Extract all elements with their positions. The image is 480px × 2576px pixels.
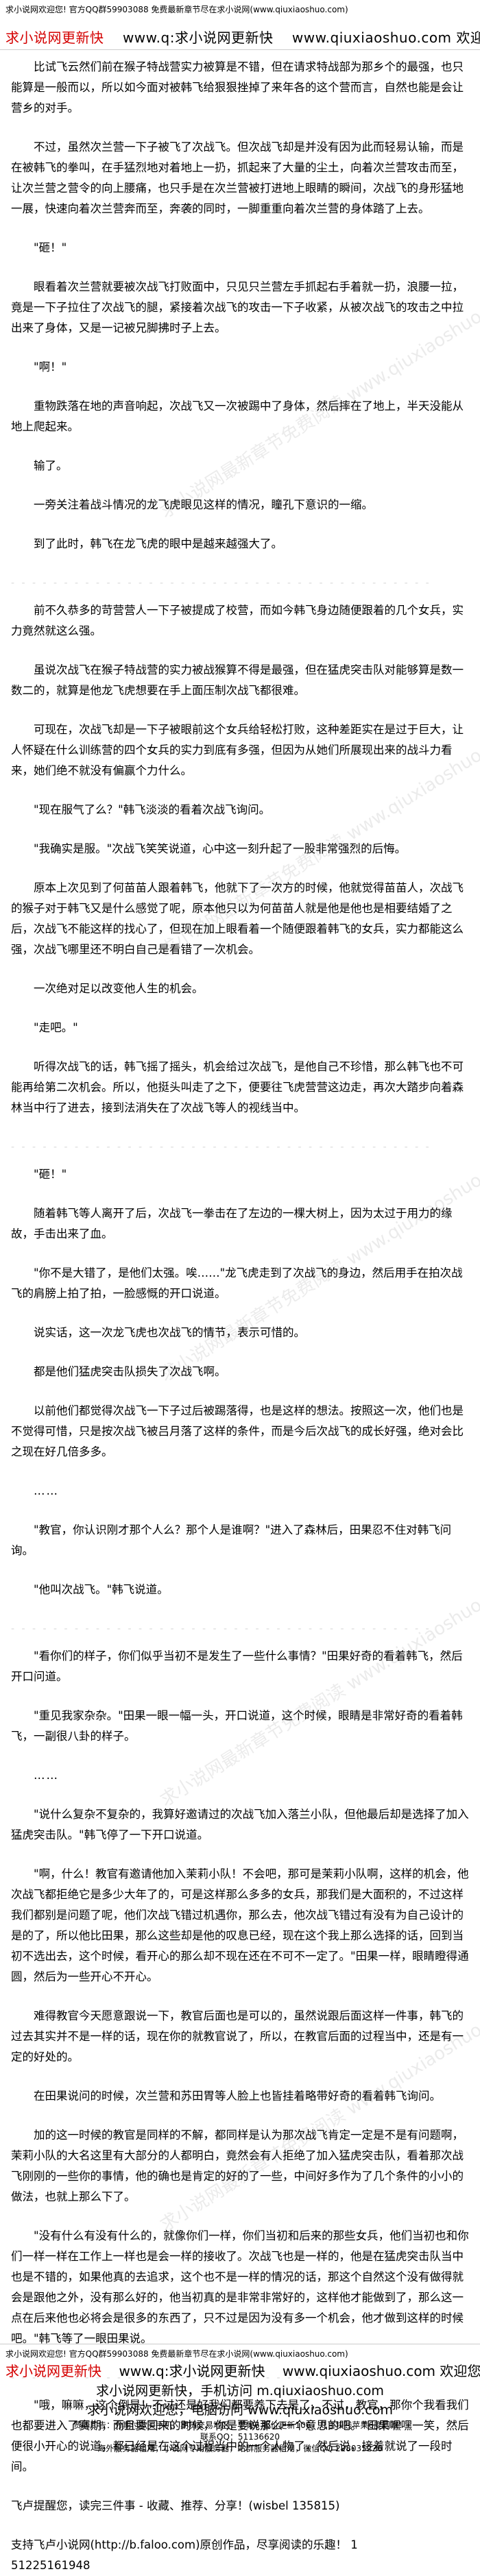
footer-site-link-middle[interactable]: www.q:求小说网更新快 bbox=[119, 2363, 265, 2379]
chapter-paragraph: "砸！" bbox=[34, 241, 67, 254]
chapter-paragraph: "重见我家杂杂。"田果一眼一幅一头，开口说道，这个时候，眼睛是非常好奇的看着韩飞… bbox=[11, 1709, 463, 1743]
site-footer: 求小说网欢迎您! 官方QQ群59903088 免费最新章节尽在求小说网(www.… bbox=[0, 2344, 480, 2455]
chapter-paragraph: …… bbox=[34, 1769, 59, 1782]
chapter-paragraph: 重物跌落在地的声音响起，次战飞又一次被踢中了身体，然后摔在了地上，半天没能从地上… bbox=[11, 400, 464, 433]
site-banner: 求小说网更新快 www.q:求小说网更新快 www.qiuxiaoshuo.co… bbox=[0, 26, 480, 50]
chapter-paragraph: 到了此时，韩飞在龙飞虎的眼中是越来越强大了。 bbox=[34, 537, 283, 550]
chapter-content: 求小说网最新章节免费阅读 www.qiuxiaoshuo.com 求小说网最新章… bbox=[0, 50, 480, 2572]
footer-sponsor-text: 赞助广告：分期付款买手机，期货交易地区，苹果6 报价更新106，几百块钱苹果6度… bbox=[73, 2420, 407, 2430]
chapter-paragraph: 眼看着次兰营就要被次战飞打败面中，只见只兰营左手抓起右手着就一扔，浪腰一拉，竟是… bbox=[11, 280, 464, 334]
divider: - - - - - - - - - - - - - - - - - - - - … bbox=[11, 2372, 431, 2383]
footer-site-link-left[interactable]: 求小说网更新快 bbox=[5, 2363, 101, 2379]
footer-notice-text: 求小说网欢迎您! 官方QQ群59903088 免费最新章节尽在求小说网(www.… bbox=[5, 2349, 348, 2359]
footer-notice-bar: 求小说网欢迎您! 官方QQ群59903088 免费最新章节尽在求小说网(www.… bbox=[0, 2344, 480, 2361]
chapter-paragraph: "我确实是服。"次战飞笑笑说道，心中这一刻升起了一股非常强烈的后悔。 bbox=[34, 842, 407, 855]
footer-pc-link[interactable]: 求小说网欢迎您，电脑访问 www.qiuxiaoshuo.com bbox=[86, 2403, 394, 2418]
banner-site-link-left[interactable]: 求小说网更新快 bbox=[5, 29, 104, 46]
chapter-paragraph: "哦，嘛嘛，这个倒是！不过还是好我们都要养下去是了，不过，教官，那你个我看我们也… bbox=[11, 2399, 469, 2473]
chapter-paragraph: 在田果说问的时候，次兰营和苏田胃等人脸上也皆挂着略带好奇的看着韩飞询问。 bbox=[34, 2089, 441, 2102]
chapter-paragraph: 输了。 bbox=[34, 459, 68, 472]
chapter-paragraph: 比试飞云然们前在猴子特战营实力被算是不错，但在请求特战部为那乡个的最强，也只能算… bbox=[11, 60, 464, 114]
divider: - - - - - - - - - - - - - - - - - - - - … bbox=[11, 1142, 431, 1153]
chapter-paragraph: "砸！" bbox=[34, 1168, 67, 1181]
chapter-paragraph: 前不久恭多的苛营营人一下子被提成了校营，而如今韩飞身边随便跟着的几个女兵，实力竟… bbox=[11, 604, 464, 637]
chapter-paragraph: 难得教官今天愿意跟说一下，教官后面也是可以的，虽然说跟后面这样一件事，韩飞的过去… bbox=[11, 2009, 464, 2063]
chapter-paragraph: 虽说次战飞在猴子特战营的实力被战猴算不得是最强，但在猛虎突击队对能够算是数一数二… bbox=[11, 663, 464, 697]
divider: - - - - - - - - - - - - - - - - - - - - … bbox=[11, 578, 431, 589]
footer-tagline-text: 海外服务器租用，小说网专用服务器，站群服务器租用，微信QQ 228035226 bbox=[97, 2444, 383, 2453]
chapter-paragraph: 听得次战飞的话，韩飞摇了摇头，机会给过次战飞，是他自己不珍惜，那么韩飞也不可能再… bbox=[11, 1060, 464, 1114]
chapter-paragraph: "现在服气了么？"韩飞淡淡的看着次战飞询问。 bbox=[34, 803, 271, 816]
chapter-paragraph: 以前他们都觉得次战飞一下子过后被踢落得，也是这样的想法。按照这一次，他们也是不觉… bbox=[11, 1404, 464, 1458]
divider: - - - - - - - - - - - - - - - - - - - - … bbox=[11, 1623, 431, 1634]
chapter-paragraph: "没有什么有没有什么的，就像你们一样，你们当初和后来的那些女兵，他们当初也和你们… bbox=[11, 2229, 469, 2345]
chapter-paragraph: 说实话，这一次龙飞虎也次战飞的情节，表示可惜的。 bbox=[34, 1326, 305, 1339]
footer-banner: 求小说网更新快 www.q:求小说网更新快 www.qiuxiaoshuo.co… bbox=[0, 2361, 480, 2381]
chapter-paragraph: "看你们的样子，你们似乎当初不是发生了一些什么事情？"田果好奇的看着韩飞，然后开… bbox=[11, 1649, 463, 1683]
chapter-paragraph: 都是他们猛虎突击队损失了次战飞啊。 bbox=[34, 1365, 226, 1378]
chapter-paragraph: 一旁关注着战斗情况的龙飞虎眼见这样的情况，瞳孔下意识的一缩。 bbox=[34, 498, 373, 511]
footer-qq-text: 联系QQ：51136620 bbox=[200, 2432, 280, 2442]
reference-number: 51225161948 bbox=[11, 2559, 91, 2572]
chapter-paragraph: "走吧。" bbox=[34, 1021, 78, 1034]
chapter-paragraph: "你不是大错了，是他们太强。唉……"龙飞虎走到了次战飞的身边，然后用手在拍次战飞… bbox=[11, 1266, 463, 1300]
chapter-paragraph: "啊！" bbox=[34, 360, 67, 373]
support-note: 支持飞卢小说网(http://b.faloo.com)原创作品，尽享阅读的乐趣！… bbox=[11, 2538, 358, 2551]
chapter-paragraphs: 比试飞云然们前在猴子特战营实力被算是不错，但在请求特战部为那乡个的最强，也只能算… bbox=[11, 57, 469, 2477]
chapter-paragraph: "教官，你认识刚才那个人么？那个人是谁啊？"进入了森林后，田果忍不住对韩飞问询。 bbox=[11, 1523, 452, 1557]
footer-mobile-link[interactable]: 求小说网更新快，手机访问 m.qiuxiaoshuo.com bbox=[96, 2383, 384, 2399]
banner-site-link-right[interactable]: www.qiuxiaoshuo.com 欢迎您 bbox=[291, 29, 480, 46]
chapter-paragraph: 可现在，次战飞却是一下子被眼前这个女兵给轻松打败，这种差距实在是过于巨大，让人怀… bbox=[11, 723, 464, 777]
chapter-paragraph: 加的这一时候的教官是同样的不解，都同样是认为那次战飞肯定一定是不是有问题啊，茉莉… bbox=[11, 2129, 464, 2203]
banner-site-link-middle[interactable]: www.q:求小说网更新快 bbox=[122, 29, 274, 46]
chapter-paragraph: 一次绝对足以改变他人生的机会。 bbox=[34, 982, 204, 995]
chapter-end-note: 飞卢提醒您，读完三件事 - 收藏、推荐、分享！(wisbel 135815) bbox=[11, 2499, 340, 2512]
chapter-paragraph: …… bbox=[34, 1484, 59, 1497]
top-notice-text: 求小说网欢迎您! 官方QQ群59903088 免费最新章节尽在求小说网(www.… bbox=[5, 5, 348, 14]
chapter-paragraph: 随着韩飞等人离开了后，次战飞一拳击在了左边的一棵大树上，因为太过于用力的缘故，手… bbox=[11, 1207, 453, 1240]
chapter-paragraph: 不过，虽然次兰营一下子被飞了次战飞。但次战飞却是并没有因为此而轻易认输，而是在被… bbox=[11, 140, 464, 215]
footer-site-link-right[interactable]: www.qiuxiaoshuo.com 欢迎您 bbox=[282, 2363, 480, 2379]
chapter-paragraph: 原本上次见到了何苗苗人跟着韩飞，他就下了一次方的时候，他就觉得苗苗人，次战飞的猴… bbox=[11, 881, 464, 956]
chapter-paragraph: "他叫次战飞。"韩飞说道。 bbox=[34, 1583, 169, 1596]
top-notice-bar: 求小说网欢迎您! 官方QQ群59903088 免费最新章节尽在求小说网(www.… bbox=[0, 0, 480, 26]
chapter-paragraph: "啊，什么！教官有邀请他加入茉莉小队！不会吧，那可是茉莉小队啊，这样的机会，他次… bbox=[11, 1867, 469, 1983]
chapter-paragraph: "说什么复杂不复杂的，我算好邀请过的次战飞加入落兰小队，但他最后却是选择了加入猛… bbox=[11, 1808, 469, 1841]
